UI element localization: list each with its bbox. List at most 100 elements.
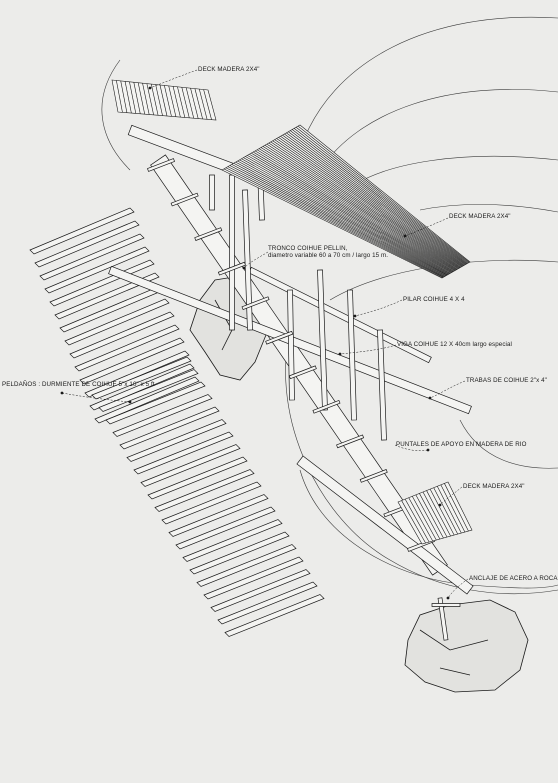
deck-slat: [190, 88, 199, 119]
deck-slat: [159, 84, 168, 117]
label-puntales: PUNTALES DE APOYO EN MADERA DE RIO: [396, 441, 527, 448]
deck-slat: [116, 80, 123, 113]
deck-slat: [419, 493, 444, 539]
step-plank: [224, 594, 325, 637]
anchor-post: [437, 597, 449, 641]
step-plank: [133, 431, 234, 475]
deck-bottom: [397, 481, 473, 545]
deck-slat: [268, 142, 459, 269]
contour-line: [319, 89, 558, 171]
step-plank: [147, 456, 248, 500]
deck-slat: [223, 168, 443, 278]
step-plank: [34, 220, 140, 268]
deck-slat: [290, 130, 467, 265]
post: [317, 269, 328, 411]
deck-slat: [251, 152, 453, 273]
deck-slat: [280, 136, 464, 267]
post: [377, 329, 387, 441]
deck-slat: [293, 128, 469, 264]
step-plank: [112, 394, 213, 437]
leader-dot: [353, 314, 357, 318]
post: [242, 189, 253, 331]
deck-slat: [422, 491, 448, 538]
deck-slat: [235, 161, 448, 276]
label-deck-bottom: DECK MADERA 2X4": [463, 483, 525, 490]
step-plank: [175, 506, 276, 550]
leader-dot: [403, 234, 407, 238]
step-plank: [69, 311, 175, 359]
crossbar: [147, 158, 175, 172]
deck-slat: [168, 85, 177, 117]
label-deck-top: DECK MADERA 2X4": [198, 66, 260, 73]
label-tronco-line1: TRONCO COIHUE PELLIN,: [268, 245, 348, 252]
deck-slat: [155, 84, 163, 116]
deck-slat: [437, 486, 462, 534]
deck-slat: [278, 137, 463, 267]
deck-slat: [433, 487, 458, 535]
deck-slat: [227, 166, 445, 278]
step-plank: [126, 419, 227, 462]
deck-slat: [270, 141, 460, 269]
contour-line: [299, 469, 558, 589]
deck-slat: [288, 131, 466, 265]
deck-slat: [231, 164, 446, 277]
label-pilar: PILAR COIHUE 4 X 4: [403, 296, 465, 303]
decks: [111, 79, 473, 545]
deck-slat: [429, 489, 455, 536]
crossbar: [288, 365, 317, 380]
deck-slat: [181, 87, 190, 118]
step-plank: [89, 363, 195, 411]
post: [229, 174, 235, 331]
step-plank: [168, 494, 269, 537]
deck-slat: [401, 500, 426, 544]
contour-line: [285, 329, 558, 594]
step-plank: [91, 356, 192, 400]
step-plank: [196, 544, 297, 587]
step-plank: [54, 272, 160, 320]
deck-slat: [203, 89, 212, 120]
contour-line: [419, 204, 558, 213]
deck-slat: [284, 133, 465, 266]
leader-line: [243, 251, 269, 269]
deck-slat: [266, 143, 459, 270]
leader-dots: [60, 86, 450, 600]
deck-slat: [198, 89, 208, 120]
contour-line: [459, 419, 558, 469]
deck-slat: [225, 167, 444, 278]
step-plank: [154, 469, 255, 512]
label-deck-right: DECK MADERA 2X4": [449, 213, 511, 220]
deck-slat: [440, 484, 466, 533]
leader-dot: [148, 86, 152, 90]
step-plank: [94, 376, 200, 424]
step-plank: [189, 531, 290, 575]
step-plank: [161, 481, 262, 525]
post: [287, 289, 295, 401]
step-plank: [44, 246, 150, 294]
crossbar: [336, 434, 365, 449]
deck-slat: [185, 87, 195, 119]
deck-slat: [408, 497, 433, 542]
crossbar: [265, 330, 294, 345]
viga-beam: [248, 266, 432, 364]
deck-slat: [256, 149, 455, 272]
deck-slat: [444, 483, 469, 532]
crossbar: [241, 296, 270, 311]
deck-slat: [146, 83, 154, 115]
deck-slat: [233, 162, 447, 276]
deck-slat: [272, 140, 461, 268]
deck-slat: [172, 86, 181, 118]
leader-dot: [428, 396, 432, 400]
step-plank: [182, 519, 283, 562]
deck-slat: [137, 82, 146, 115]
deck-slat: [129, 81, 137, 114]
step-plank: [217, 581, 318, 625]
trunk-log: [150, 154, 448, 576]
deck-slat: [292, 129, 468, 264]
step-plank: [39, 233, 145, 281]
deck-large: [221, 124, 471, 279]
leader-dot: [338, 352, 342, 356]
contour-line: [101, 59, 131, 171]
deck-slat: [237, 160, 448, 276]
deck-slat: [254, 150, 455, 272]
